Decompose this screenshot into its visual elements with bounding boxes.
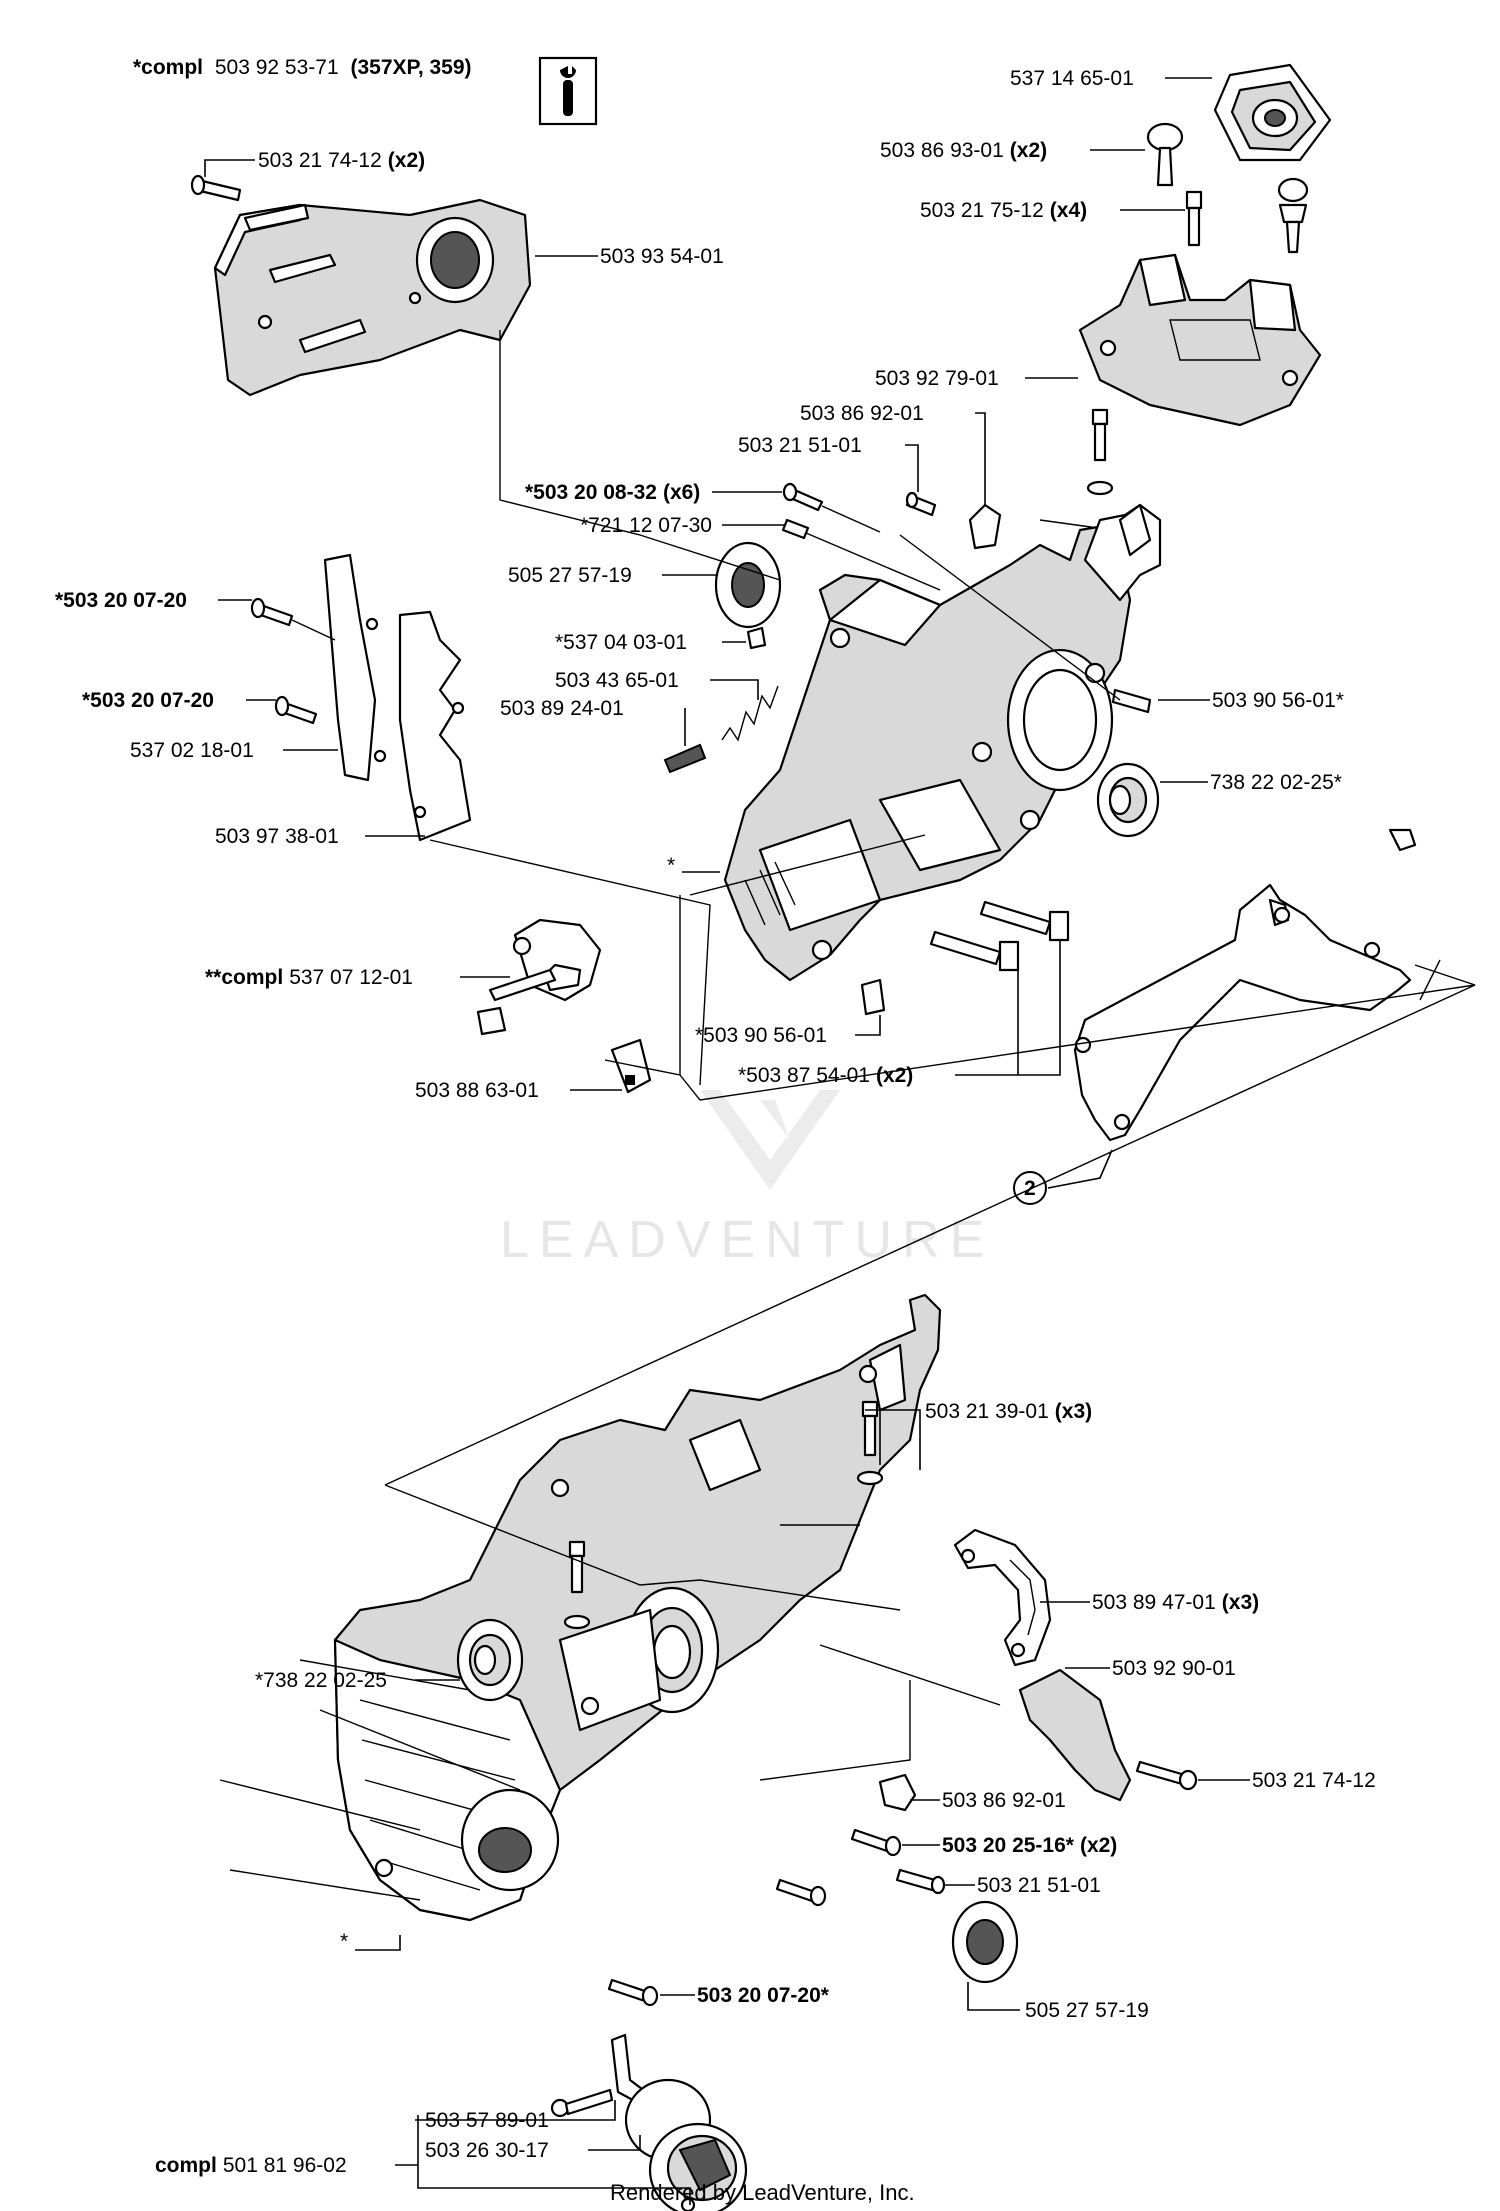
label-503-86-92-01-bottom: 503 86 92-01 (942, 1789, 1066, 1812)
seal-505-27-57-19-bottom (951, 1900, 1019, 1984)
screw-503-21-74-12-bottom (1135, 1760, 1198, 1791)
filter-holder-503-92-79-01 (1078, 253, 1322, 427)
label-503-21-39-01: 503 21 39-01(x3) (925, 1400, 1092, 1423)
spring-503-43-65-01 (721, 685, 779, 742)
seal-505-27-57-19-top (714, 541, 782, 629)
label-503-21-75-12: 503 21 75-12(x4) (920, 199, 1087, 222)
label-503-86-92-01-top: 503 86 92-01 (800, 402, 924, 425)
label-537-04-03-01: *537 04 03-01 (555, 631, 687, 654)
label-503-21-51-01-top: 503 21 51-01 (738, 434, 862, 457)
screw-top-503-20-08-32-x6 (782, 482, 881, 533)
label-503-86-93-01: 503 86 93-01(x2) (880, 139, 1047, 162)
svg-text:*compl 503 92 53-71: *compl 503 92 53-71 (357XP, 359) (133, 56, 472, 79)
label-503-89-47-01: 503 89 47-01(x3) (1092, 1591, 1259, 1614)
pin-503-90-56-01-left (860, 978, 886, 1016)
label-503-20-25-16: 503 20 25-16*(x2) (942, 1834, 1117, 1857)
label-503-92-90-01: 503 92 90-01 (1112, 1657, 1236, 1680)
label-503-89-24-01: 503 89 24-01 (500, 697, 624, 720)
label-503-21-74-12-bottom: 503 21 74-12 (1252, 1769, 1376, 1792)
kit-title-number: 503 92 53-71 (215, 56, 339, 79)
label-star-upper: * (667, 854, 675, 877)
label-503-87-54-01: *503 87 54-01(x2) (738, 1064, 913, 1087)
pin-721-12-07-30 (781, 518, 941, 591)
screw-503-21-74-12 (190, 174, 242, 202)
label-503-92-79-01: 503 92 79-01 (875, 367, 999, 390)
kit-title-models: (357XP, 359) (350, 56, 471, 79)
bar-cover-plate (213, 198, 532, 397)
wrench-icon (538, 56, 598, 126)
label-503-43-65-01: 503 43 65-01 (555, 669, 679, 692)
screw-503-20-07-20-b (274, 695, 318, 725)
label-503-93-54-01: 503 93 54-01 (600, 245, 724, 268)
label-537-02-18-01: 537 02 18-01 (130, 739, 254, 762)
label-721-12-07-30: *721 12 07-30 (580, 514, 712, 537)
watermark-text: LEADVENTURE (500, 1211, 994, 1269)
footer-text: Rendered by LeadVenture, Inc. (610, 2180, 915, 2205)
gasket-callout: 2 (1013, 1171, 1047, 1205)
spike-bumper-503-97-38-01 (398, 610, 472, 842)
bearing-738-22-02-25-top (1096, 762, 1160, 838)
screw-top-right (1086, 408, 1114, 496)
watermark-logo-icon (700, 1090, 840, 1190)
label-503-26-30-17: 503 26 30-17 (425, 2139, 549, 2162)
screw-503-21-51-01-bottom (895, 1868, 946, 1895)
label-503-20-07-20-bottom: 503 20 07-20* (697, 1984, 830, 2007)
bolt-503-86-92-01-bottom (878, 1773, 917, 1812)
screw-503-20-07-20-a (250, 597, 336, 641)
filter-cover-537-14-65-01 (1213, 63, 1332, 162)
label-503-20-07-20-b: *503 20 07-20 (82, 689, 214, 712)
shield-503-92-90-01 (1018, 1668, 1132, 1802)
label-503-21-74-12-top: 503 21 74-12(x2) (258, 149, 425, 172)
label-503-20-07-20-a: *503 20 07-20 (55, 589, 187, 612)
label-503-21-51-01-bottom: 503 21 51-01 (977, 1874, 1101, 1897)
watermark: LEADVENTURE (500, 1090, 994, 1269)
crankcase-upper (723, 503, 1162, 982)
screw-503-21-39-01 (563, 1400, 884, 1630)
kit-title: *compl 503 92 53-71 (357XP, 359) (133, 56, 598, 126)
gasket-2 (1073, 828, 1417, 1142)
kit-title-prefix: *compl (133, 56, 203, 79)
label-537-14-65-01: 537 14 65-01 (1010, 67, 1134, 90)
bolts-503-87-54-01 (929, 900, 1070, 972)
bearing-738-22-02-25-bottom (456, 1618, 524, 1702)
pin-503-90-56-01-right (1111, 688, 1152, 714)
guard-plate-537-02-18-01 (323, 553, 387, 782)
label-503-88-63-01: 503 88 63-01 (415, 1079, 539, 1102)
label-738-22-02-25-top: 738 22 02-25* (1210, 771, 1342, 794)
label-503-90-56-01-right: 503 90 56-01* (1212, 689, 1344, 712)
label-star-lower: * (340, 1930, 348, 1953)
oil-pump-assembly (550, 2033, 748, 2211)
chain-tensioner-537-07-12-01 (476, 918, 602, 1036)
crankcase-lower (333, 1293, 942, 1922)
pin-537-04-03-01 (746, 626, 767, 650)
screw-503-21-75-12 (1185, 190, 1203, 247)
screws-503-20-25-16 (775, 1828, 902, 1907)
top-bolts-503-86-92-01 (905, 491, 1002, 550)
label-503-57-89-01: 503 57 89-01 (425, 2109, 549, 2132)
clip-503-88-63-01 (610, 1038, 652, 1094)
brake-band-503-89-47-01 (953, 1528, 1052, 1667)
label-505-27-57-19-bottom: 505 27 57-19 (1025, 1999, 1149, 2022)
label-738-22-02-25-bottom: *738 22 02-25 (255, 1669, 387, 1692)
screw-503-20-07-20-bottom (607, 1978, 659, 2007)
label-503-97-38-01: 503 97 38-01 (215, 825, 339, 848)
pad-503-89-24-01 (663, 743, 707, 774)
label-503-90-56-01-left: *503 90 56-01 (695, 1024, 827, 1047)
label-505-27-57-19-top: 505 27 57-19 (508, 564, 632, 587)
label-503-20-08-32: *503 20 08-32(x6) (525, 481, 700, 504)
knob-503-86-93-01 (1146, 122, 1309, 254)
